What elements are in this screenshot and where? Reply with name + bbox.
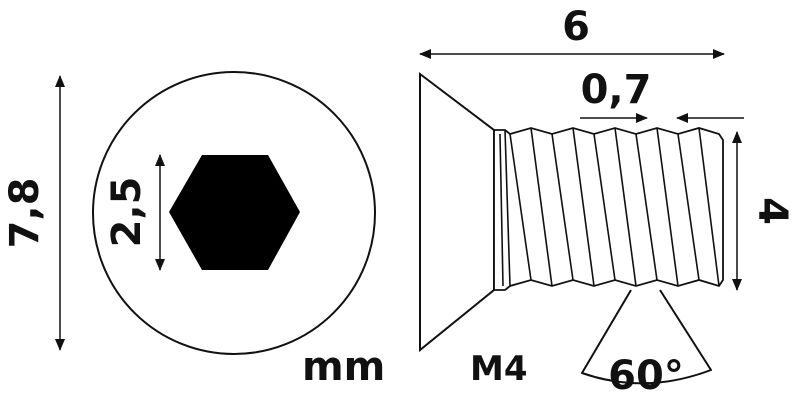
- length-label: 6: [562, 4, 590, 50]
- angle-sector: [581, 289, 712, 385]
- head-diameter-label: 7,8: [2, 178, 48, 249]
- thread-diameter-label: 4: [749, 197, 795, 225]
- threaded-shank: [493, 127, 724, 291]
- pitch-label: 0,7: [581, 67, 652, 113]
- hex-size-label: 2,5: [104, 177, 150, 248]
- hex-socket: [169, 155, 300, 270]
- countersunk-head: [419, 71, 495, 353]
- unit-label: mm: [302, 344, 385, 390]
- thread-spec-label: M4: [470, 349, 528, 389]
- angle-label: 60°: [608, 353, 684, 399]
- thread-lines: [499, 127, 720, 287]
